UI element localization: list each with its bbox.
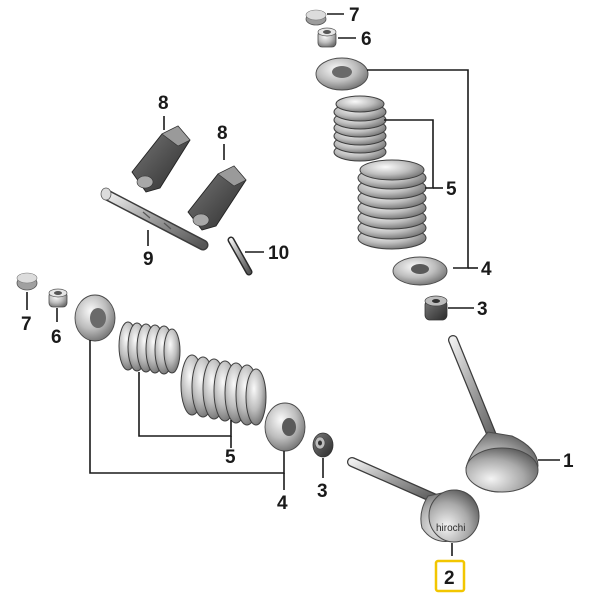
callout-8-right: 8 bbox=[217, 123, 228, 144]
callout-3-lower: 3 bbox=[317, 481, 328, 502]
valve-stem-seal-lower bbox=[48, 288, 68, 308]
valve-guide-seal-upper bbox=[424, 295, 448, 321]
rocker-shaft bbox=[100, 187, 209, 251]
callout-4-lower: 4 bbox=[277, 493, 288, 514]
valve-guide-seal-lower bbox=[312, 432, 334, 458]
callout-8-left: 8 bbox=[158, 93, 169, 114]
spring-seat-upper bbox=[392, 256, 448, 286]
callout-5-upper: 5 bbox=[446, 179, 457, 200]
callout-7-lower: 7 bbox=[21, 314, 32, 335]
callout-3-upper: 3 bbox=[477, 299, 488, 320]
callout-2-highlight bbox=[434, 559, 466, 593]
callout-10: 10 bbox=[268, 243, 289, 264]
exhaust-valve bbox=[448, 335, 539, 493]
dowel-pin bbox=[227, 236, 253, 276]
rocker-arm-left bbox=[131, 125, 191, 193]
intake-valve bbox=[347, 457, 480, 543]
callout-6-upper: 6 bbox=[361, 29, 372, 50]
valve-cap-upper bbox=[305, 9, 327, 26]
callout-4-upper: 4 bbox=[481, 259, 492, 280]
valve-cap-lower bbox=[16, 272, 38, 291]
spring-seat-lower bbox=[264, 402, 306, 452]
valve-springs-lower bbox=[118, 321, 267, 426]
leader-lines bbox=[26, 13, 560, 556]
callout-2: 2 bbox=[444, 568, 455, 589]
callout-7-upper: 7 bbox=[349, 5, 360, 26]
spring-retainer-upper bbox=[315, 57, 369, 91]
callout-9: 9 bbox=[143, 249, 154, 270]
callout-6-lower: 6 bbox=[51, 327, 62, 348]
spring-retainer-lower bbox=[74, 294, 116, 342]
callout-1: 1 bbox=[563, 451, 574, 472]
watermark: hirochi bbox=[436, 523, 465, 534]
valve-stem-seal-upper bbox=[317, 27, 337, 48]
rocker-arm-right bbox=[187, 165, 247, 231]
callout-5-lower: 5 bbox=[225, 447, 236, 468]
valve-springs-upper bbox=[333, 95, 427, 250]
